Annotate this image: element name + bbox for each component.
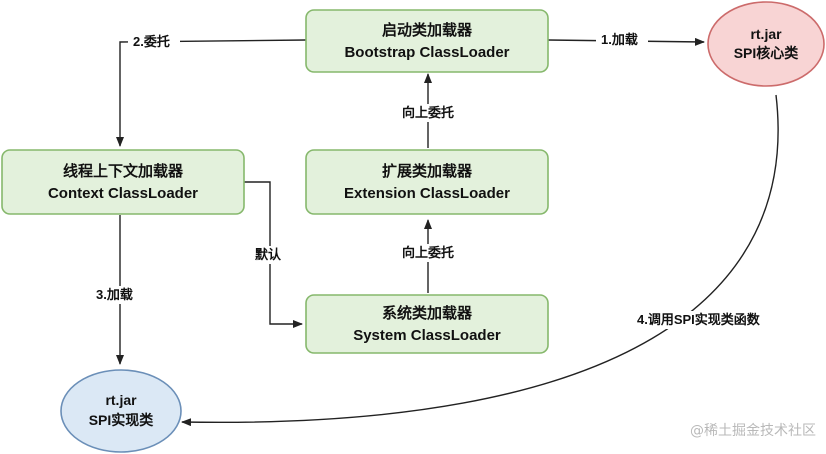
node-system: 系统类加载器 System ClassLoader xyxy=(305,294,549,354)
label-call-impl: 4.调用SPI实现类函数 xyxy=(637,312,761,327)
context-subtitle: Context ClassLoader xyxy=(48,185,198,202)
rtjar-impl-subtitle: SPI实现类 xyxy=(89,412,155,428)
rtjar-core-title: rt.jar xyxy=(750,26,782,42)
system-title: 系统类加载器 xyxy=(382,304,473,322)
node-rtjar-impl: rt.jar SPI实现类 xyxy=(60,369,182,453)
extension-subtitle: Extension ClassLoader xyxy=(344,185,510,202)
system-subtitle: System ClassLoader xyxy=(353,327,501,344)
label-up-delegate-1: 向上委托 xyxy=(402,105,454,120)
rtjar-impl-title: rt.jar xyxy=(105,392,137,408)
bootstrap-subtitle: Bootstrap ClassLoader xyxy=(344,44,509,61)
label-delegate: 2.委托 xyxy=(133,34,170,49)
label-up-delegate-2: 向上委托 xyxy=(402,245,454,260)
node-rtjar-core: rt.jar SPI核心类 xyxy=(707,1,825,87)
node-context: 线程上下文加载器 Context ClassLoader xyxy=(1,149,245,215)
edge-delegate xyxy=(116,39,307,147)
node-bootstrap: 启动类加载器 Bootstrap ClassLoader xyxy=(305,9,549,73)
label-default: 默认 xyxy=(255,247,282,262)
label-load-core: 1.加载 xyxy=(601,32,638,47)
label-load-impl: 3.加载 xyxy=(96,287,133,302)
watermark: @稀土掘金技术社区 xyxy=(690,423,816,439)
context-title: 线程上下文加载器 xyxy=(63,162,184,180)
node-extension: 扩展类加载器 Extension ClassLoader xyxy=(305,149,549,215)
rtjar-core-subtitle: SPI核心类 xyxy=(734,45,800,61)
bootstrap-title: 启动类加载器 xyxy=(382,21,473,39)
extension-title: 扩展类加载器 xyxy=(382,162,473,180)
edge-call-impl xyxy=(181,94,779,427)
